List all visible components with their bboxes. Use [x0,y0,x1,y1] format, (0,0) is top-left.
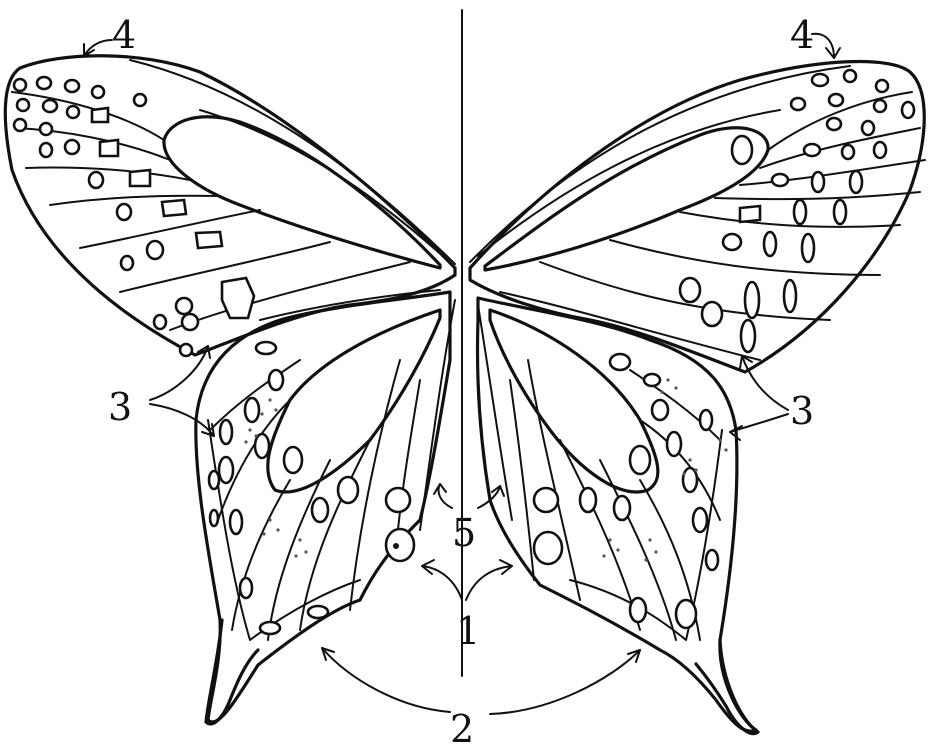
callout-3-left: 3 [108,385,132,429]
callout-4-left: 4 [112,13,136,57]
callout-2: 2 [450,707,474,749]
callout-1: 1 [456,609,480,653]
callout-4-right: 4 [790,13,814,57]
callout-5: 5 [452,511,476,555]
left-forewing [5,56,455,356]
callout-3-right: 3 [790,389,814,433]
right-forewing [470,62,925,372]
